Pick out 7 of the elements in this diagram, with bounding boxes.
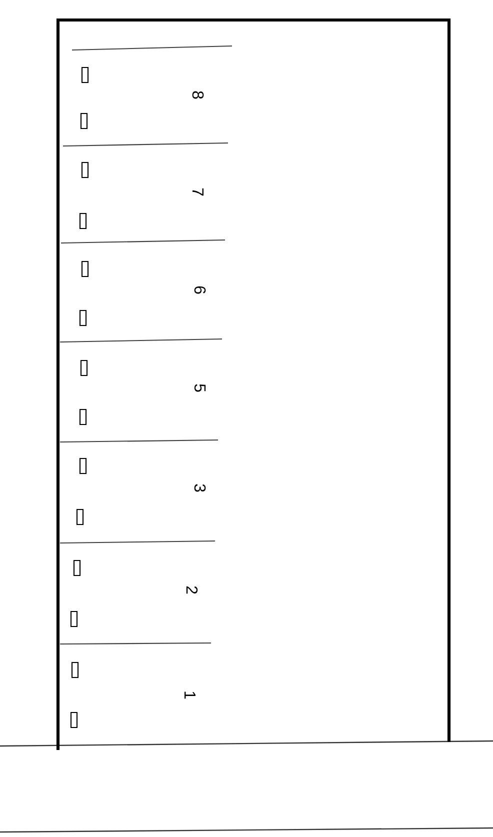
- row-number: 6: [194, 286, 206, 294]
- row-number: 5: [194, 384, 206, 392]
- row-number: 7: [192, 188, 204, 196]
- row-number: 3: [194, 484, 206, 492]
- row-number: 2: [186, 586, 198, 594]
- row-number: 1: [184, 692, 196, 699]
- row-number: 8: [192, 91, 204, 99]
